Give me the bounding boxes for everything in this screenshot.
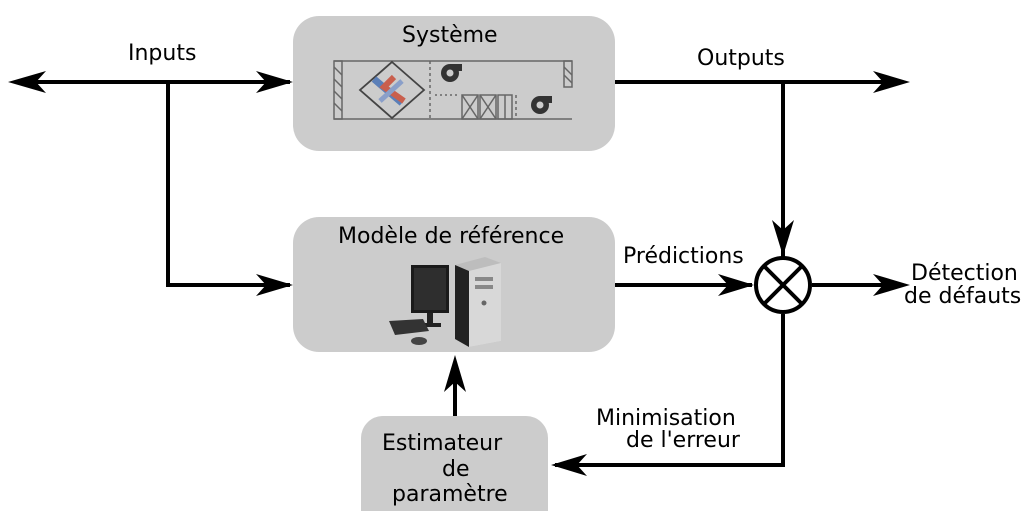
- outputs-label: Outputs: [697, 46, 785, 71]
- computer-workstation-icon: [389, 257, 501, 347]
- estimateur-title-line3: paramètre: [392, 482, 508, 507]
- system-input-arrowhead: [256, 71, 293, 93]
- minimisation-label-line1: Minimisation: [596, 406, 736, 431]
- output-arrowhead: [873, 71, 910, 93]
- detection-arrowhead: [873, 274, 910, 296]
- comparator-icon: [754, 256, 812, 314]
- comparator-top-arrowhead: [772, 220, 794, 256]
- inputs-label: Inputs: [128, 41, 197, 66]
- estimateur-block: [361, 416, 548, 511]
- modele-title: Modèle de référence: [338, 224, 565, 249]
- input-start-arrow: [8, 71, 46, 93]
- predictions-arrowhead: [718, 274, 754, 296]
- minimisation-label-line2: de l'erreur: [626, 428, 740, 453]
- feedback-line: [555, 314, 785, 467]
- systeme-block: [293, 16, 615, 151]
- estimateur-title-line2: de: [442, 457, 470, 482]
- predictions-label: Prédictions: [623, 244, 744, 269]
- estimator-to-model-arrowhead: [444, 355, 466, 392]
- feedback-arrowhead: [551, 454, 587, 476]
- model-input-arrowhead: [256, 274, 293, 296]
- estimateur-title-line1: Estimateur: [382, 431, 503, 456]
- detection-label-line1: Détection: [911, 261, 1018, 286]
- air-handling-unit-icon: [333, 60, 573, 120]
- detection-label-line2: de défauts: [904, 284, 1022, 309]
- modele-block: [293, 217, 615, 352]
- systeme-title: Système: [402, 23, 498, 48]
- input-branch-line: [166, 82, 290, 287]
